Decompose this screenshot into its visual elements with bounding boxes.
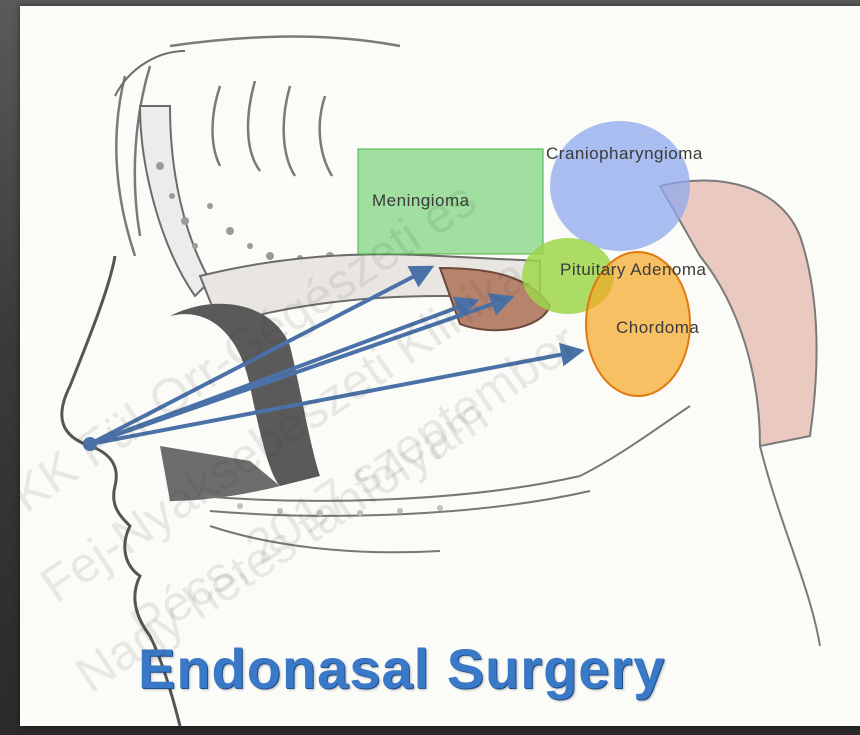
anatomy-illustration bbox=[20, 6, 860, 726]
frontal-bone bbox=[115, 51, 210, 296]
anatomy-figure: Craniopharyngioma Meningioma Pituitary A… bbox=[20, 6, 860, 726]
label-pituitary-adenoma: Pituitary Adenoma bbox=[560, 260, 706, 280]
label-craniopharyngioma: Craniopharyngioma bbox=[546, 144, 703, 164]
nasal-floor-shadow bbox=[160, 446, 280, 501]
label-meningioma: Meningioma bbox=[372, 191, 470, 211]
label-chordoma: Chordoma bbox=[616, 318, 699, 338]
craniopharyngioma-region bbox=[550, 121, 690, 251]
figure-title: Endonasal Surgery bbox=[138, 636, 665, 701]
nostril-entry bbox=[83, 437, 97, 451]
